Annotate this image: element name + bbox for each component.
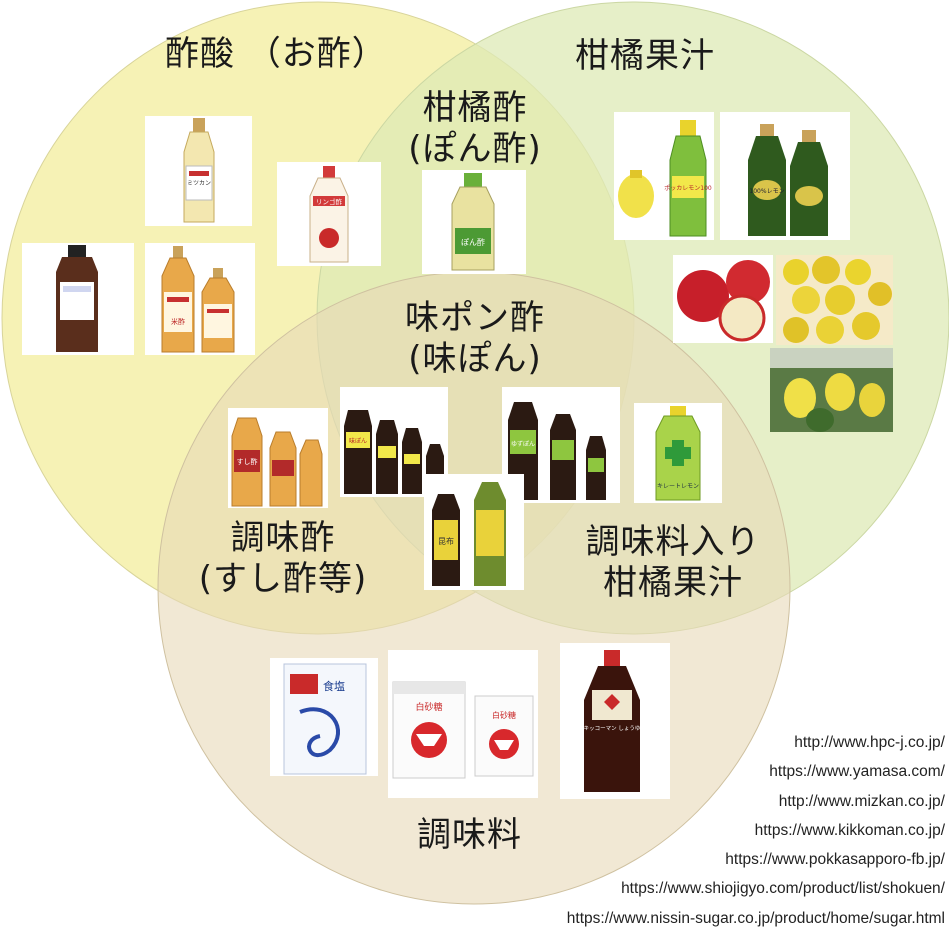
label-citrus: 柑橘果汁 — [575, 36, 715, 76]
salt-image: 食塩 — [270, 658, 378, 776]
credit-link[interactable]: https://www.nissin-sugar.co.jp/product/h… — [566, 909, 945, 927]
credit-link[interactable]: http://www.mizkan.co.jp/ — [778, 792, 945, 810]
konbu-label: 昆布 — [438, 536, 454, 546]
chemical-bottle-image — [22, 243, 134, 355]
sugar-label-2: 白砂糖 — [492, 710, 516, 720]
sushi-vinegar-label: すし酢 — [237, 457, 258, 466]
yuzu-image — [776, 255, 893, 345]
yuzu-pon-label: ゆずぽん — [511, 440, 535, 448]
label-citrus-seasoning-line1: 調味料入り — [585, 522, 761, 562]
lemon-tree-image — [770, 348, 893, 432]
label-vinegar-citrus-line1: 柑橘酢 — [422, 88, 528, 128]
credit-link[interactable]: https://www.kikkoman.co.jp/ — [754, 821, 945, 839]
ponzu-label: ぽん酢 — [461, 237, 485, 247]
mizkan-vinegar-image: ミツカン — [145, 116, 252, 226]
salt-label: 食塩 — [323, 679, 345, 693]
ringo-label: リンゴ酢 — [316, 197, 343, 206]
lemon-100-label: 100%レモン — [749, 188, 784, 195]
label-vinegar-citrus: 柑橘酢 (ぽん酢) — [380, 88, 570, 170]
sugar-image: 白砂糖 白砂糖 — [388, 650, 538, 798]
ajipon-label: 味ぽん — [349, 437, 367, 445]
pokka-lemon-image: ポッカレモン100 — [614, 112, 714, 240]
label-vinegar-seasoning-line1: 調味酢 — [230, 518, 336, 558]
kireto-lemon-image: キレートレモン — [634, 403, 722, 503]
ponzu-image: ぽん酢 — [422, 170, 526, 274]
label-vinegar-seasoning: 調味酢 (すし酢等) — [168, 518, 398, 600]
lemon-100-image: 100%レモン — [720, 112, 850, 240]
label-all-three-line2: (味ぽん) — [408, 338, 542, 379]
apple-image — [673, 255, 773, 343]
ringo-vinegar-image: リンゴ酢 — [277, 162, 381, 266]
rice-vinegar-label: 米酢 — [171, 317, 185, 326]
soy-sauce-image: キッコーマン しょうゆ — [560, 643, 670, 799]
mizkan-label: ミツカン — [187, 180, 211, 187]
label-seasoning: 調味料 — [417, 815, 522, 855]
label-all-three-line1: 味ポン酢 — [405, 298, 545, 338]
label-all-three: 味ポン酢 (味ぽん) — [375, 298, 575, 380]
konbu-pon-image: 昆布 — [424, 474, 524, 590]
soy-label: キッコーマン しょうゆ — [584, 725, 641, 732]
sushi-vinegar-image: すし酢 — [228, 408, 328, 508]
credit-link[interactable]: https://www.pokkasapporo-fb.jp/ — [725, 851, 945, 869]
credit-link[interactable]: http://www.hpc-j.co.jp/ — [794, 734, 945, 751]
pokka-label: ポッカレモン100 — [664, 184, 712, 192]
label-citrus-seasoning: 調味料入り 柑橘果汁 — [568, 522, 778, 604]
credit-link[interactable]: https://www.yamasa.com/ — [769, 763, 945, 781]
credit-link[interactable]: https://www.shiojigyo.com/product/list/s… — [621, 880, 945, 898]
label-vinegar-seasoning-line2: (すし酢等) — [198, 558, 368, 599]
label-vinegar: 酢酸 （お酢） — [165, 34, 387, 74]
label-vinegar-citrus-line2: (ぽん酢) — [408, 128, 542, 169]
source-credits: http://www.hpc-j.co.jp/ https://www.yama… — [567, 728, 945, 933]
rice-vinegar-image: 米酢 — [145, 243, 255, 355]
kireto-label: キレートレモン — [657, 483, 699, 490]
sugar-label: 白砂糖 — [415, 701, 442, 713]
label-citrus-seasoning-line2: 柑橘果汁 — [603, 562, 743, 603]
